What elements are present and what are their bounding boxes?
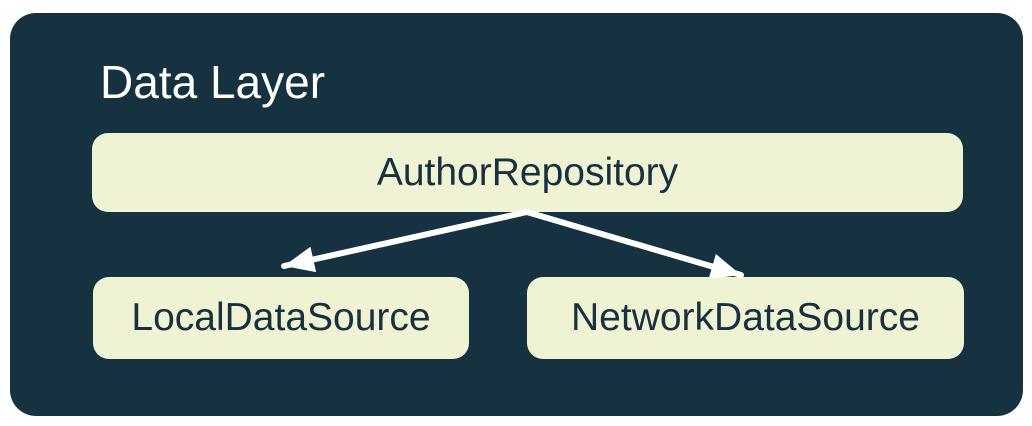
node-author-repository-label: AuthorRepository	[376, 150, 679, 194]
node-network-data-source-label: NetworkDataSource	[571, 296, 920, 339]
node-local-data-source: LocalDataSource	[93, 277, 469, 359]
diagram-title: Data Layer	[100, 56, 326, 108]
node-local-data-source-label: LocalDataSource	[131, 296, 431, 339]
node-author-repository: AuthorRepository	[92, 133, 963, 212]
node-network-data-source: NetworkDataSource	[527, 277, 964, 359]
